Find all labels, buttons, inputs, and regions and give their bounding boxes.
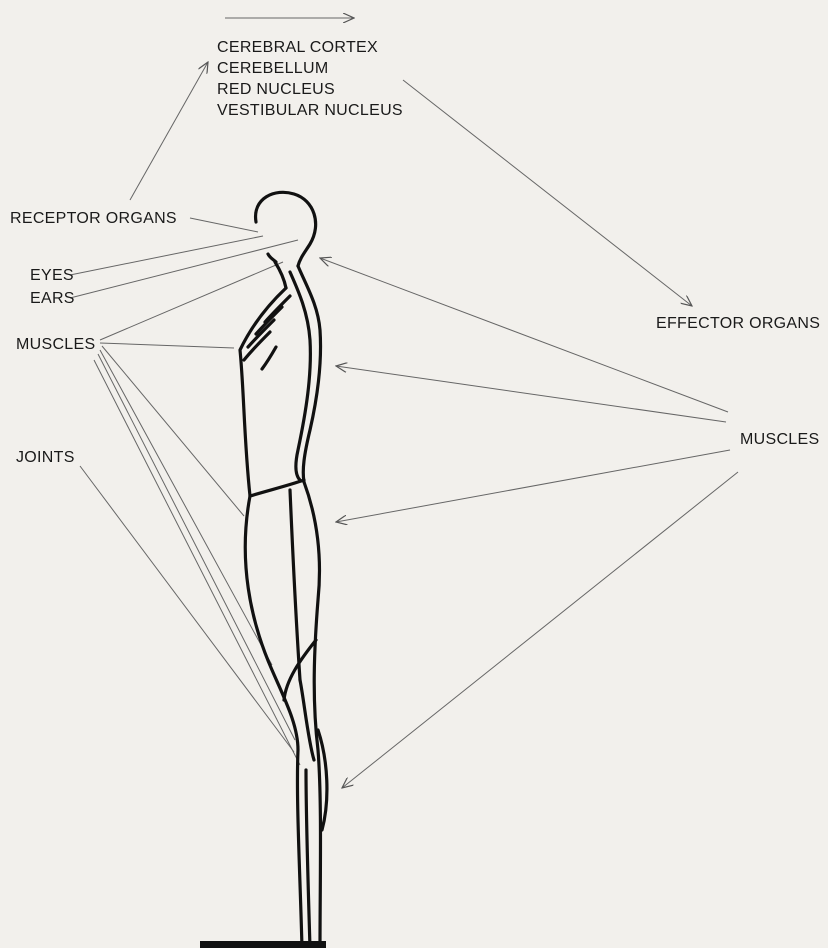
ground-platform xyxy=(200,941,326,948)
chest-muscle-2 xyxy=(256,307,282,334)
human-figure xyxy=(200,192,327,948)
receptor-leader-line xyxy=(190,218,258,232)
label-red-nucleus: RED NUCLEUS xyxy=(217,82,403,98)
label-effector-organs: EFFECTOR ORGANS xyxy=(656,316,820,332)
label-cerebral-cortex: CEREBRAL CORTEX xyxy=(217,40,403,56)
thigh-muscle-line xyxy=(290,490,300,680)
receptor-to-centers-arrow xyxy=(130,62,208,200)
effector-arrow-calf xyxy=(342,472,738,788)
muscles-leader-calf xyxy=(94,360,300,765)
label-receptor-organs: RECEPTOR ORGANS xyxy=(10,211,177,227)
cns-centers-list: CEREBRAL CORTEX CEREBELLUM RED NUCLEUS V… xyxy=(217,40,403,124)
chest-muscle-5 xyxy=(262,347,276,369)
label-vestibular-nucleus: VESTIBULAR NUCLEUS xyxy=(217,103,403,119)
shin-line xyxy=(306,770,310,948)
centers-to-effector-arrow xyxy=(403,80,692,306)
label-muscles-left: MUSCLES xyxy=(16,337,95,353)
eyes-leader-line xyxy=(70,236,263,275)
ears-leader-line xyxy=(70,240,298,298)
effector-arrow-hip xyxy=(336,450,730,522)
label-muscles-right: MUSCLES xyxy=(740,432,819,448)
muscles-leader-chest xyxy=(100,343,234,348)
label-ears: EARS xyxy=(30,291,75,307)
label-eyes: EYES xyxy=(30,268,74,284)
neck-front xyxy=(275,262,286,288)
knee-to-calf-line xyxy=(300,680,314,760)
chest-front xyxy=(240,288,286,496)
chest-muscle-1 xyxy=(265,296,290,322)
label-cerebellum: CEREBELLUM xyxy=(217,61,403,77)
muscles-leader-thigh xyxy=(100,350,272,665)
label-joints: JOINTS xyxy=(16,450,75,466)
muscles-leader-knee xyxy=(98,354,295,740)
effector-arrow-neck xyxy=(320,258,728,412)
waistband xyxy=(250,480,304,496)
effector-arrow-back xyxy=(336,366,726,422)
head-outline xyxy=(256,192,316,266)
muscles-leader-hip xyxy=(102,346,244,516)
muscles-leader-neck xyxy=(100,262,283,340)
